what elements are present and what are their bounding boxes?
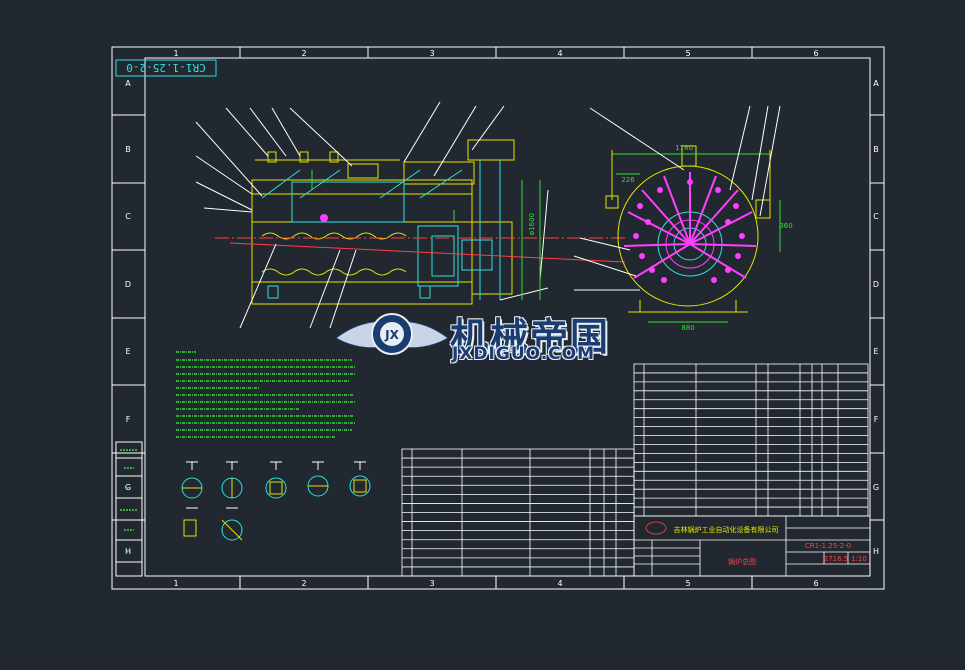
parts-list-middle [401, 448, 635, 577]
weld-details [181, 461, 371, 541]
watermark-subtitle: JXDIGUO.COM [452, 344, 596, 364]
dim-width-top: 1780 [675, 144, 693, 152]
watermark-emblem: JX [335, 313, 449, 355]
title-weight: 2716.5 [824, 555, 849, 563]
title-scale: 1:10 [851, 555, 867, 563]
col-marker-1-top: 1 [173, 49, 178, 58]
boiler-front-view [573, 105, 781, 323]
col-marker-6-top: 6 [813, 49, 818, 58]
row-marker-a-right: A [873, 79, 879, 88]
row-marker-a-left: A [125, 79, 131, 88]
drawing-number: CR1-1.25-2-0 [126, 61, 205, 74]
row-marker-f-right: F [874, 415, 879, 424]
drawing-category: 锅炉总图 [728, 557, 756, 566]
row-marker-b-left: B [125, 145, 131, 154]
col-marker-2-top: 2 [301, 49, 306, 58]
technical-notes [176, 351, 356, 438]
title-drawing-code: CR1-1.25-2-0 [805, 542, 851, 550]
row-marker-e-left: E [125, 347, 130, 356]
boiler-side-view [195, 101, 626, 329]
company-name: 吉林锅炉工业自动化设备有限公司 [674, 525, 779, 534]
row-marker-d-left: D [125, 280, 131, 289]
row-marker-h-right: H [873, 547, 879, 556]
dim-bottom-width: 880 [681, 324, 694, 332]
row-marker-g-right: G [873, 483, 879, 492]
dim-height-mark: ø1600 [528, 213, 536, 235]
row-marker-e-right: E [873, 347, 878, 356]
row-marker-c-right: C [873, 212, 879, 221]
revision-stamp-column [115, 441, 143, 577]
col-marker-5-bottom: 5 [685, 579, 690, 588]
dim-side-b: 360 [779, 222, 792, 230]
row-marker-b-right: B [873, 145, 879, 154]
watermark-badge: JX [384, 328, 399, 342]
row-marker-c-left: C [125, 212, 131, 221]
col-marker-6-bottom: 6 [813, 579, 818, 588]
col-marker-3-top: 3 [429, 49, 434, 58]
drawing-number-box: CR1-1.25-2-0 [115, 59, 217, 77]
row-marker-f-left: F [126, 415, 131, 424]
col-marker-3-bottom: 3 [429, 579, 434, 588]
watermark-title: 机械帝国 [450, 315, 611, 359]
col-marker-4-top: 4 [557, 49, 562, 58]
col-marker-4-bottom: 4 [557, 579, 562, 588]
title-block [633, 515, 871, 577]
row-marker-d-right: D [873, 280, 879, 289]
parts-list-right [633, 363, 869, 517]
col-marker-2-bottom: 2 [301, 579, 306, 588]
col-marker-5-top: 5 [685, 49, 690, 58]
col-marker-1-bottom: 1 [173, 579, 178, 588]
dim-side-a: 226 [621, 176, 635, 184]
